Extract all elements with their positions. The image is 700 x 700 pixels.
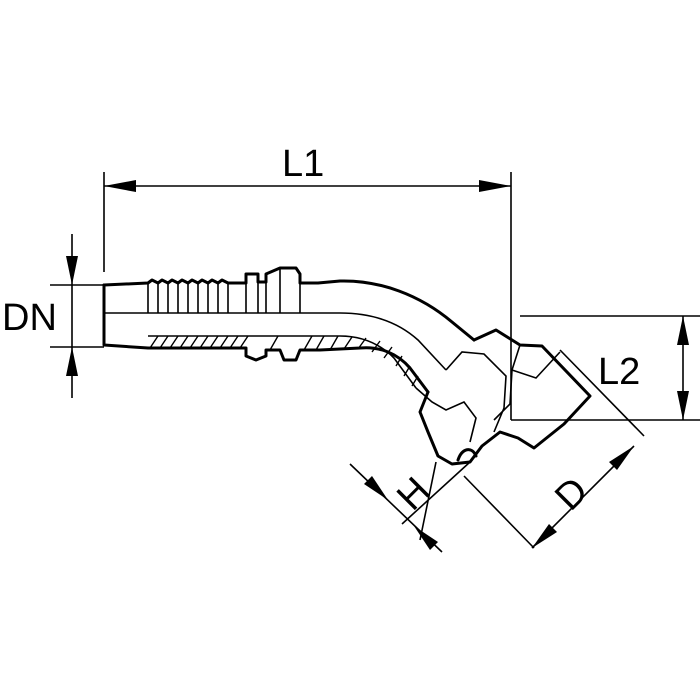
hose-fitting-body bbox=[102, 266, 592, 466]
l2-arrow-bottom bbox=[677, 391, 689, 420]
d-label: D bbox=[547, 470, 596, 519]
h-label: H bbox=[389, 470, 438, 519]
dn-arrow-bottom bbox=[66, 347, 78, 376]
d-arrow-top bbox=[609, 446, 634, 470]
h-arrow-lower bbox=[414, 526, 438, 550]
hose-tail-ribs bbox=[147, 268, 301, 313]
h-arrow-upper bbox=[364, 476, 388, 500]
section-hatching bbox=[149, 335, 419, 387]
dimension-d: D bbox=[531, 445, 635, 549]
hose-tail-outline bbox=[102, 266, 476, 342]
d-ext-top bbox=[559, 349, 645, 437]
d-arrow-bottom bbox=[532, 524, 557, 548]
dimension-h: H bbox=[349, 463, 443, 553]
l2-arrow-top bbox=[677, 316, 689, 345]
dimension-l1: L1 bbox=[104, 143, 511, 192]
flange-step-4 bbox=[493, 369, 513, 421]
l1-label: L1 bbox=[282, 143, 324, 185]
dn-label: DN bbox=[2, 297, 57, 339]
dimension-l2: L2 bbox=[598, 316, 689, 420]
l1-arrow-right bbox=[479, 180, 511, 192]
h-ext-outer bbox=[401, 461, 471, 525]
dn-arrow-top bbox=[66, 256, 78, 285]
l1-arrow-left bbox=[104, 180, 136, 192]
bore-line-top bbox=[104, 312, 447, 371]
o-ring-groove bbox=[456, 448, 478, 462]
flange-step-2 bbox=[415, 387, 477, 443]
extension-lines bbox=[50, 172, 700, 549]
d-ext-bottom bbox=[463, 475, 535, 549]
flange-head-outline bbox=[418, 328, 592, 466]
bore-line-bottom bbox=[148, 335, 417, 389]
dimension-dn: DN bbox=[2, 234, 78, 398]
l2-label: L2 bbox=[598, 351, 640, 393]
